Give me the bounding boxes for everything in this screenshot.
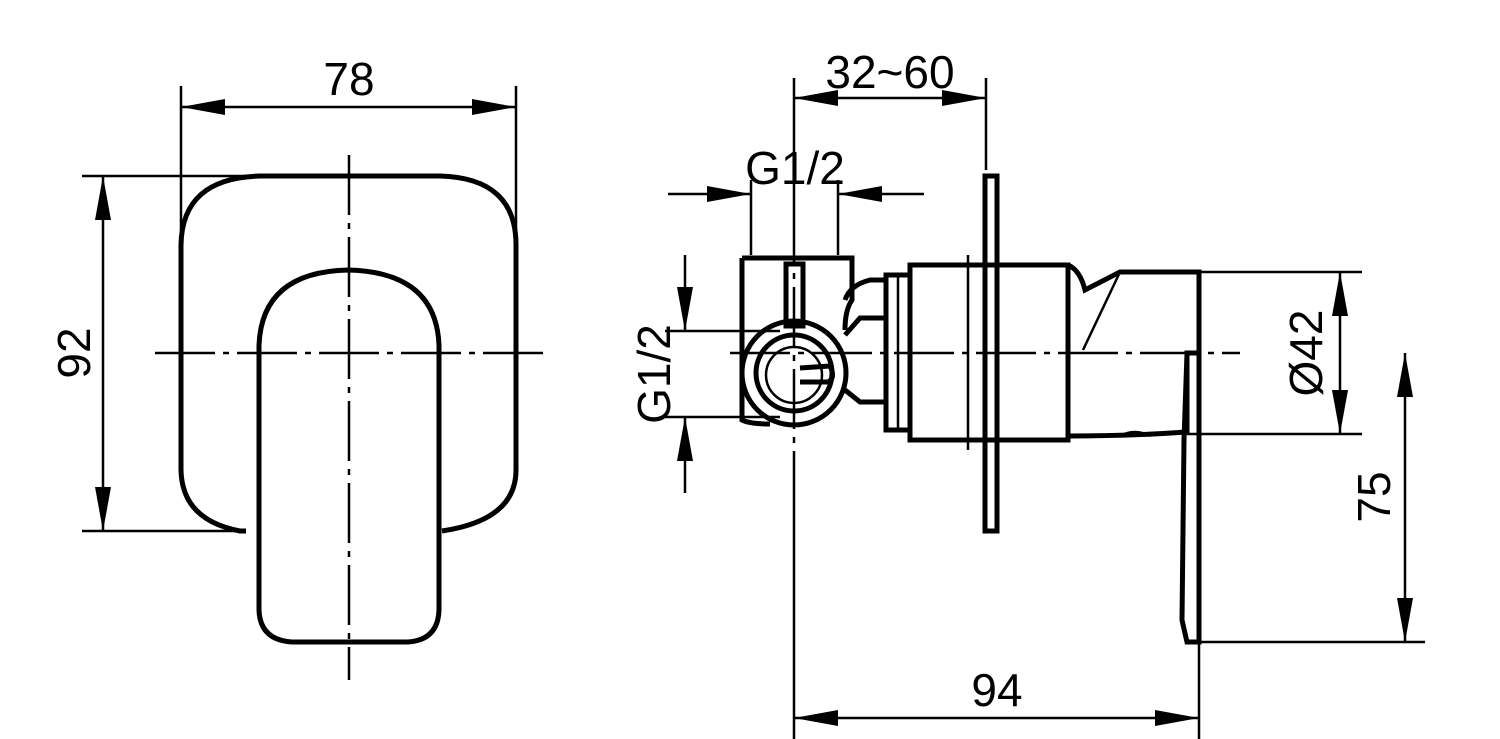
inlet-tab	[799, 363, 836, 385]
height-dimension-label: 92	[48, 327, 100, 378]
top-inlet-arrow-left	[707, 186, 751, 202]
drop-label: 75	[1348, 471, 1400, 522]
connector-elbow	[842, 277, 886, 301]
width-arrow-left	[181, 99, 225, 115]
depth-range-arrow-right	[942, 90, 986, 106]
handle-body	[1066, 262, 1202, 439]
diameter-arrow-bottom	[1332, 390, 1348, 434]
depth-range-arrow-left	[794, 90, 838, 106]
inlet-fitting-body	[739, 255, 855, 427]
front-handle-outline	[256, 267, 442, 645]
diameter-arrow-top	[1332, 272, 1348, 316]
handle-slope	[1081, 271, 1122, 351]
total-depth-label: 94	[971, 664, 1022, 716]
side-view: 32~60 G1/2 G1/2 Ø42 75	[628, 46, 1425, 739]
top-inlet-label: G1/2	[745, 142, 845, 194]
drop-arrow-top	[1397, 353, 1413, 397]
side-inlet-label: G1/2	[628, 324, 680, 424]
handle-underside	[1119, 430, 1151, 438]
total-depth-arrow-right	[1155, 710, 1199, 726]
connector-pipe	[843, 290, 889, 405]
depth-range-label: 32~60	[825, 46, 954, 98]
height-arrow-top	[95, 176, 111, 220]
handle-lever	[1179, 350, 1202, 645]
top-inlet-arrow-right	[838, 186, 882, 202]
side-inlet-arrow-top	[677, 287, 693, 331]
width-dimension-label: 78	[323, 53, 374, 105]
front-view: 78 92	[48, 53, 545, 680]
side-inlet-arrow-bottom	[677, 417, 693, 461]
total-depth-arrow-left	[794, 710, 838, 726]
diameter-label: Ø42	[1280, 310, 1332, 397]
drop-arrow-bottom	[1397, 598, 1413, 642]
width-arrow-right	[472, 99, 516, 115]
height-arrow-bottom	[95, 487, 111, 531]
